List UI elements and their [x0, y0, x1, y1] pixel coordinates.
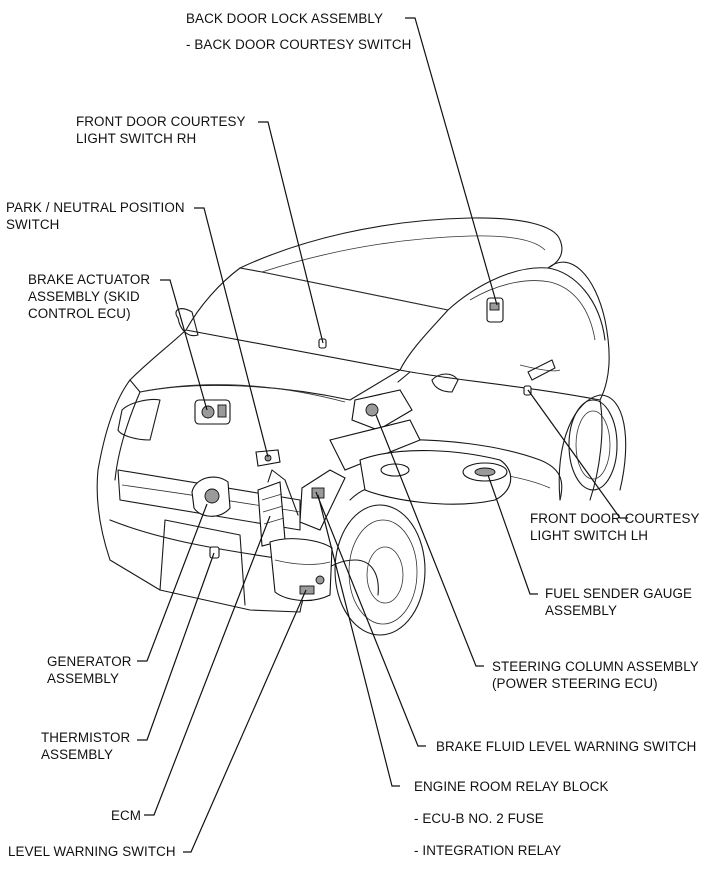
label-ecm: ECM — [111, 807, 141, 824]
label-text: GENERATOR — [47, 654, 132, 669]
component-back-door-lock — [486, 297, 504, 323]
label-text: BACK DOOR LOCK ASSEMBLY — [186, 11, 384, 26]
label-text: PARK / NEUTRAL POSITION — [6, 200, 185, 215]
component-ecm — [257, 469, 299, 547]
label-text: ASSEMBLY — [47, 671, 119, 686]
label-text: ECM — [111, 808, 142, 823]
label-text: BRAKE ACTUATOR — [28, 272, 151, 287]
component-thermistor — [209, 546, 220, 559]
component-fuel-tank — [359, 449, 512, 505]
label-text: BRAKE FLUID LEVEL WARNING SWITCH — [436, 739, 697, 754]
label-subtext: - ECU-B NO. 2 FUSE — [414, 811, 544, 826]
label-text: CONTROL ECU) — [28, 306, 131, 321]
label-generator: GENERATOR ASSEMBLY — [47, 653, 131, 687]
label-text: FRONT DOOR COURTESY — [76, 114, 246, 129]
label-brake-fluid-warning: BRAKE FLUID LEVEL WARNING SWITCH — [436, 738, 696, 755]
label-front-door-switch-rh: FRONT DOOR COURTESY LIGHT SWITCH RH — [76, 113, 246, 147]
component-steering-column — [329, 371, 421, 471]
label-subtext: - BACK DOOR COURTESY SWITCH — [186, 37, 412, 52]
label-text: LIGHT SWITCH LH — [530, 528, 649, 543]
label-text: ASSEMBLY — [41, 747, 113, 762]
car-body — [96, 217, 627, 636]
label-engine-room-relay: ENGINE ROOM RELAY BLOCK - ECU-B NO. 2 FU… — [414, 778, 609, 859]
label-text: ENGINE ROOM RELAY BLOCK — [414, 779, 609, 794]
label-thermistor: THERMISTOR ASSEMBLY — [41, 729, 130, 763]
label-text: SWITCH — [6, 217, 60, 232]
label-text: FRONT DOOR COURTESY — [530, 511, 700, 526]
label-back-door-lock: BACK DOOR LOCK ASSEMBLY - BACK DOOR COUR… — [186, 10, 411, 53]
label-text: ASSEMBLY — [545, 603, 617, 618]
label-level-warning-switch: LEVEL WARNING SWITCH — [8, 843, 176, 860]
label-text: ASSEMBLY (SKID — [28, 289, 140, 304]
label-fuel-sender-gauge: FUEL SENDER GAUGE ASSEMBLY — [545, 585, 692, 619]
component-engine-relay-block — [299, 469, 346, 531]
label-text: THERMISTOR — [41, 730, 131, 745]
label-text: LEVEL WARNING SWITCH — [8, 844, 176, 859]
label-subtext: - INTEGRATION RELAY — [414, 843, 562, 858]
label-text: FUEL SENDER GAUGE — [545, 586, 693, 601]
component-park-neutral-switch — [255, 449, 281, 467]
component-brake-actuator — [194, 399, 231, 425]
label-park-neutral-switch: PARK / NEUTRAL POSITION SWITCH — [6, 199, 185, 233]
leader-lines — [137, 17, 628, 853]
component-generator — [191, 476, 231, 517]
label-text: STEERING COLUMN ASSEMBLY — [492, 659, 699, 674]
label-front-door-switch-lh: FRONT DOOR COURTESY LIGHT SWITCH LH — [530, 510, 700, 544]
label-text: (POWER STEERING ECU) — [492, 676, 658, 691]
label-text: LIGHT SWITCH RH — [76, 131, 197, 146]
component-washer-tank — [269, 538, 333, 602]
label-steering-column: STEERING COLUMN ASSEMBLY (POWER STEERING… — [492, 658, 699, 692]
label-brake-actuator: BRAKE ACTUATOR ASSEMBLY (SKID CONTROL EC… — [28, 271, 150, 322]
